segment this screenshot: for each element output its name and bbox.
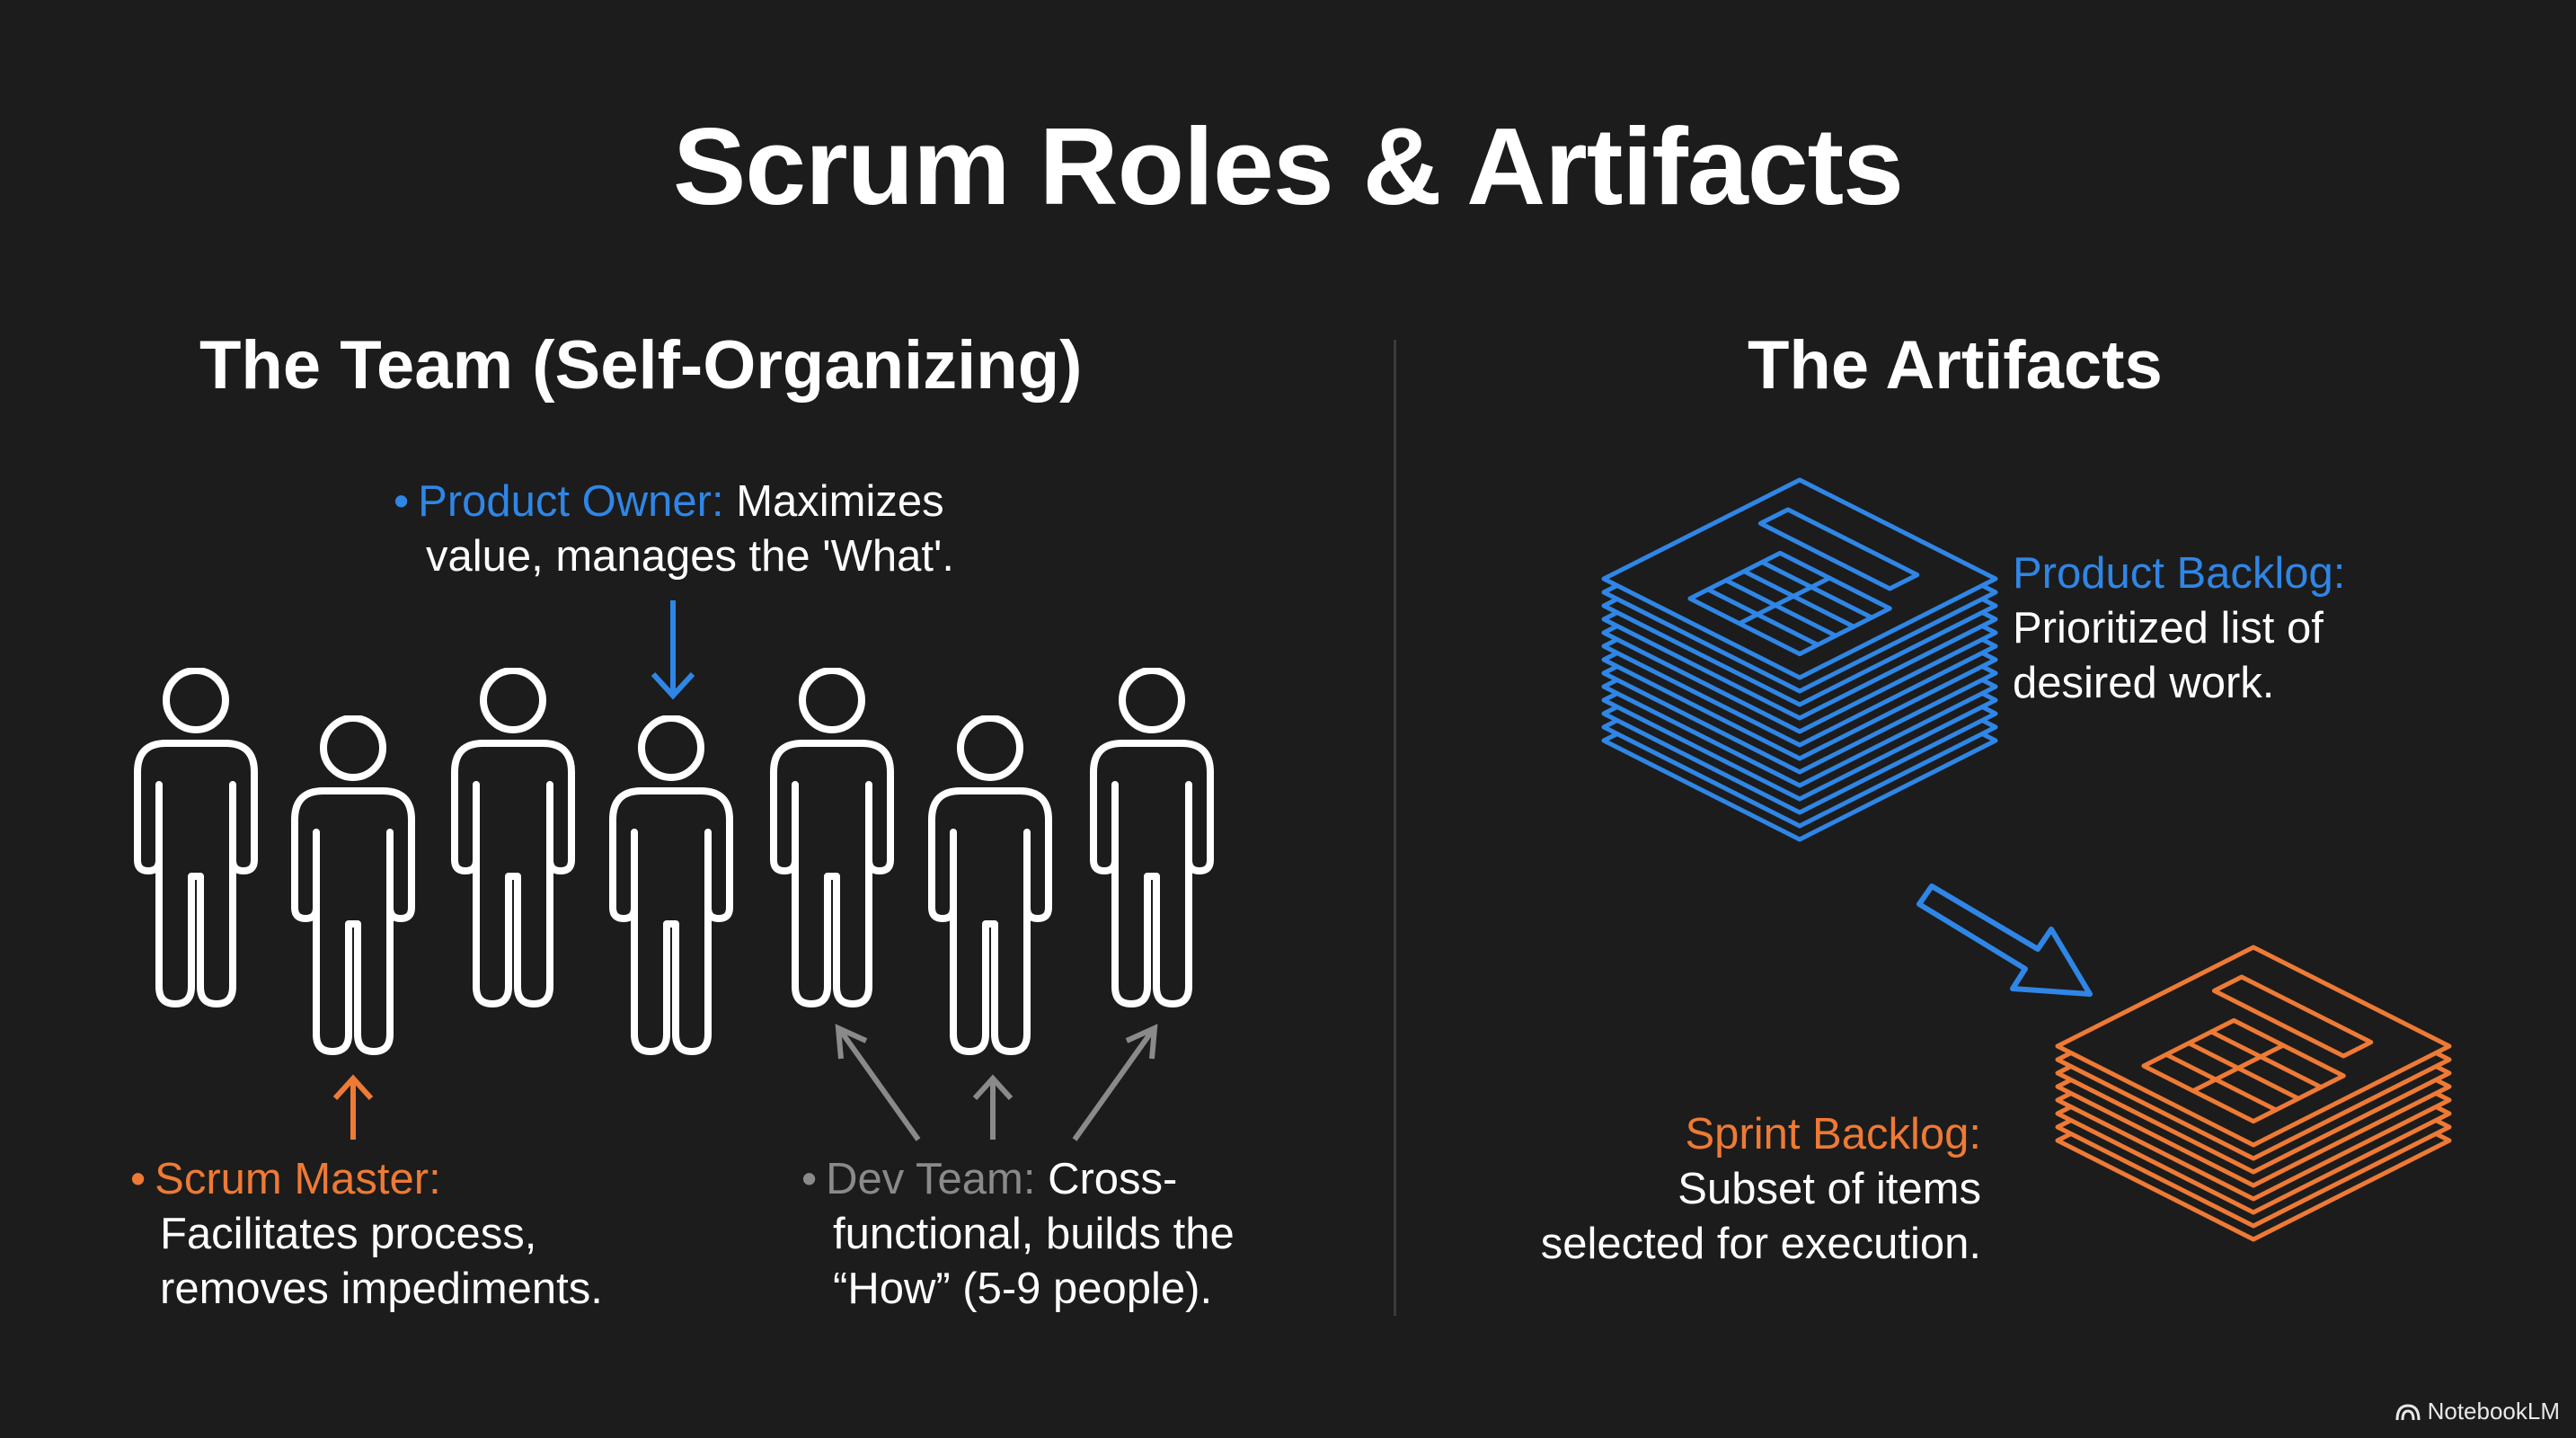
team-section-title: The Team (Self-Organizing): [199, 327, 1083, 404]
dev-team-line3: “How” (5-9 people).: [833, 1265, 1213, 1313]
product-backlog-line2: desired work.: [2013, 659, 2275, 707]
product-owner-line2: value, manages the 'What'.: [426, 532, 954, 581]
brand-watermark: NotebookLM: [2395, 1398, 2560, 1425]
slide-title: Scrum Roles & Artifacts: [672, 105, 1904, 227]
scrum-master-arrow-icon: [332, 1074, 374, 1140]
scrum-master-description: •Scrum Master: Facilitates process, remo…: [130, 1152, 603, 1317]
dev-team-arrows-icon: [835, 1024, 1158, 1141]
product-owner-arrow-icon: [651, 600, 695, 700]
product-backlog-label: Product Backlog:: [2013, 549, 2346, 598]
product-owner-line1: Maximizes: [736, 477, 944, 526]
section-divider: [1394, 340, 1396, 1316]
notebooklm-logo-icon: [2395, 1403, 2421, 1420]
dev-team-label: Dev Team:: [826, 1155, 1036, 1203]
dev-team-description: •Dev Team: Cross- functional, builds the…: [801, 1152, 1235, 1317]
scrum-master-line3: removes impediments.: [160, 1265, 603, 1313]
sprint-backlog-description: Sprint Backlog: Subset of items selected…: [1541, 1107, 1981, 1272]
product-owner-bullet: •: [394, 477, 410, 526]
sprint-backlog-label: Sprint Backlog:: [1685, 1110, 1981, 1158]
product-backlog-stack-icon: [1601, 477, 1998, 842]
product-owner-label: Product Owner:: [418, 477, 724, 526]
product-backlog-description: Product Backlog: Prioritized list of des…: [2013, 546, 2345, 711]
artifacts-section-title: The Artifacts: [1748, 327, 2163, 404]
brand-name: NotebookLM: [2427, 1398, 2560, 1425]
sprint-backlog-stack-icon: [2055, 945, 2452, 1242]
dev-team-bullet: •: [801, 1155, 818, 1203]
scrum-master-bullet: •: [130, 1155, 146, 1203]
sprint-backlog-line1: Subset of items: [1677, 1165, 1981, 1213]
backlog-flow-arrow-icon: [1917, 883, 2093, 997]
product-owner-description: •Product Owner: Maximizes value, manages…: [394, 475, 954, 584]
scrum-master-label: Scrum Master:: [155, 1155, 441, 1203]
sprint-backlog-line2: selected for execution.: [1540, 1220, 1981, 1268]
dev-team-line1: Cross-: [1048, 1155, 1178, 1203]
dev-team-line2: functional, builds the: [833, 1210, 1235, 1258]
product-backlog-line1: Prioritized list of: [2013, 604, 2324, 652]
scrum-master-line2: Facilitates process,: [160, 1210, 537, 1258]
